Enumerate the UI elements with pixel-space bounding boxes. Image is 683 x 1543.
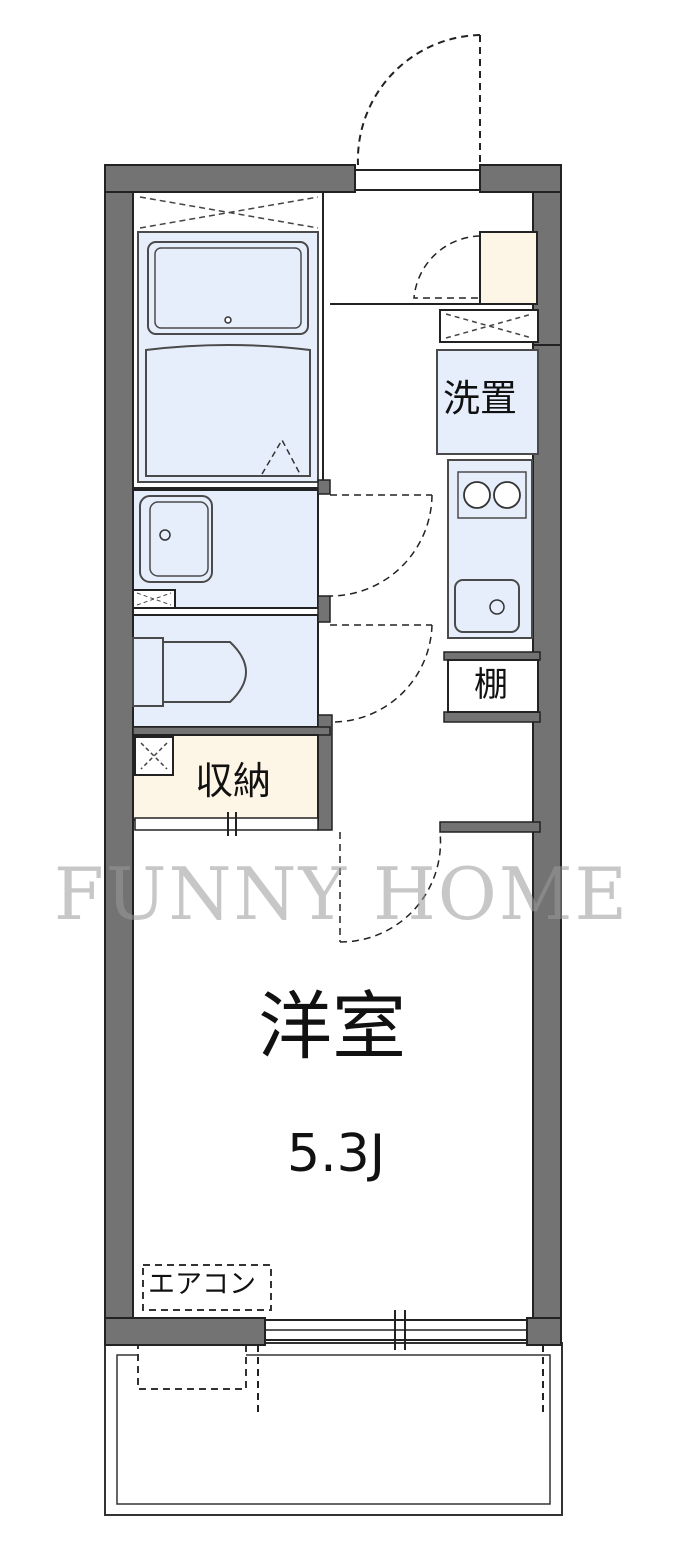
aircon-label: エアコン	[148, 1269, 256, 1300]
washroom-door	[329, 494, 433, 597]
balcony-window	[264, 1310, 528, 1350]
storage-closet	[132, 734, 319, 836]
toilet-room	[132, 614, 319, 728]
watermark: FUNNY HOME	[53, 852, 630, 936]
washroom	[132, 489, 319, 609]
toilet-door	[329, 624, 433, 723]
entrance-door	[356, 34, 481, 168]
washer-area	[436, 309, 539, 455]
western-room-label: 洋室	[258, 984, 406, 1070]
aircon-unit	[142, 1264, 272, 1311]
balcony	[104, 1342, 563, 1516]
washer-label: 洗置	[443, 377, 517, 420]
shelf-unit	[447, 659, 539, 713]
outer-walls	[104, 164, 562, 1346]
room-door	[339, 831, 442, 943]
storage-label: 収納	[195, 759, 272, 803]
shelf-label: 棚	[474, 665, 508, 705]
kitchen-counter	[447, 459, 533, 639]
shoe-cabinet	[330, 231, 538, 305]
interior-walls	[132, 479, 541, 833]
room-area: 5.3J	[287, 1124, 386, 1184]
bath-unit	[132, 191, 324, 489]
